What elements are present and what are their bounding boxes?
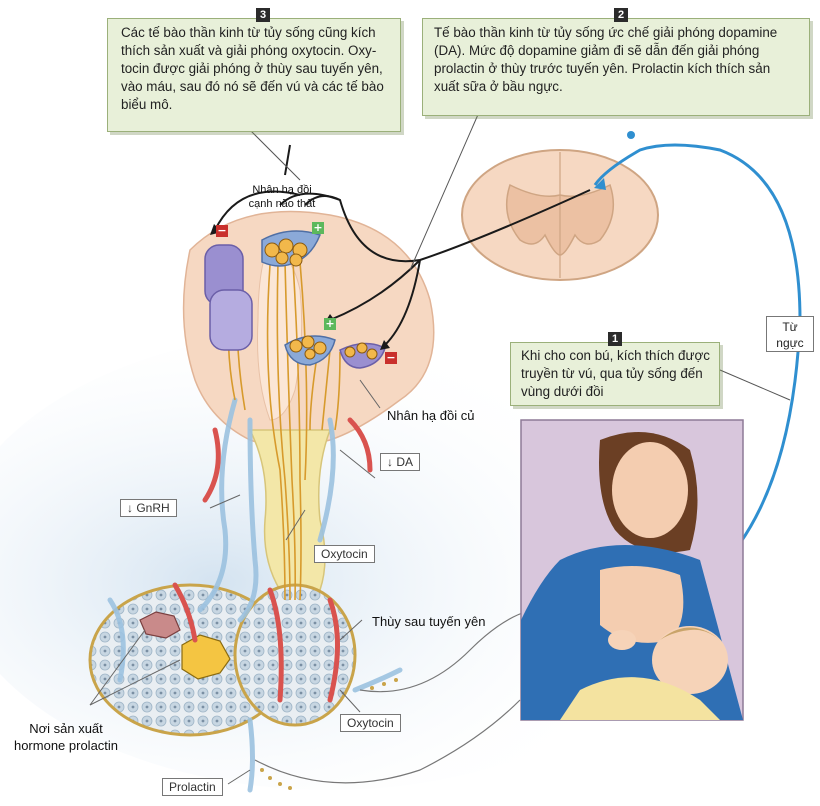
callout-line: Tế bào thần kinh từ tủy sống ức chế giải… bbox=[434, 24, 806, 42]
baby-hand bbox=[608, 630, 636, 650]
label-arcuate: Nhân hạ đồi củ bbox=[387, 408, 474, 423]
callout-line: tocin được giải phóng ở thùy sau tuyến y… bbox=[121, 60, 397, 78]
callout-3-pointer bbox=[250, 130, 300, 180]
gnrh-neuron-bottom bbox=[210, 290, 252, 350]
label-line: Nơi sản xuất bbox=[4, 720, 128, 737]
label-line: Từ bbox=[767, 319, 813, 335]
callout-oxytocin-text: Các tế bào thần kinh từ tủy sống cũng kí… bbox=[121, 24, 397, 114]
excite-sign: + bbox=[324, 318, 336, 330]
callout-line: thích sản xuất và giải phóng oxytocin. O… bbox=[121, 42, 397, 60]
callout-number-3: 3 bbox=[256, 8, 270, 22]
tag-dopamine: ↓ DA bbox=[380, 453, 420, 471]
excite-sign: + bbox=[312, 222, 324, 234]
tag-oxytocin-top: Oxytocin bbox=[314, 545, 375, 563]
tag-gnrh: ↓ GnRH bbox=[120, 499, 177, 517]
callout-line: vùng dưới đồi bbox=[521, 383, 717, 401]
tag-gnrh-label: GnRH bbox=[136, 501, 169, 515]
down-arrow-icon: ↓ bbox=[387, 455, 393, 469]
callout-line: (DA). Mức độ dopamine giảm đi sẽ dẫn đến… bbox=[434, 42, 806, 60]
tag-dopamine-label: DA bbox=[396, 455, 413, 469]
inhibit-sign: − bbox=[216, 225, 228, 237]
callout-number-1: 1 bbox=[608, 332, 622, 346]
inhibit-sign: − bbox=[385, 352, 397, 364]
callout-line: xuất sữa ở bầu ngực. bbox=[434, 78, 806, 96]
callout-oxytocin: Các tế bào thần kinh từ tủy sống cũng kí… bbox=[107, 18, 401, 132]
callout-1-pointer bbox=[720, 370, 790, 400]
label-posterior-pituitary: Thùy sau tuyến yên bbox=[372, 614, 485, 629]
callout-line: prolactin ở thùy trước tuyến yên. Prolac… bbox=[434, 60, 806, 78]
callout-number-2: 2 bbox=[614, 8, 628, 22]
tag-oxytocin-bottom: Oxytocin bbox=[340, 714, 401, 732]
label-paraventricular: Nhân hạ đồi cạnh não thất bbox=[234, 183, 330, 211]
callout-line: biểu mô. bbox=[121, 96, 397, 114]
down-arrow-icon: ↓ bbox=[127, 501, 133, 515]
callout-line: vào máu, sau đó nó sẽ đến vú và các tế b… bbox=[121, 78, 397, 96]
tag-prolactin: Prolactin bbox=[162, 778, 223, 796]
callout-line: truyền từ vú, qua tủy sống đến bbox=[521, 365, 717, 383]
callout-line: Các tế bào thần kinh từ tủy sống cũng kí… bbox=[121, 24, 397, 42]
label-line: ngực bbox=[767, 335, 813, 351]
label-line: cạnh não thất bbox=[234, 197, 330, 211]
callout-line: Khi cho con bú, kích thích được bbox=[521, 347, 717, 365]
label-from-breast: Từ ngực bbox=[766, 316, 814, 352]
label-line: Nhân hạ đồi bbox=[234, 183, 330, 197]
callout-dopamine: Tế bào thần kinh từ tủy sống ức chế giải… bbox=[422, 18, 810, 116]
callout-suckling-text: Khi cho con bú, kích thích được truyền t… bbox=[521, 347, 717, 401]
label-line: hormone prolactin bbox=[4, 737, 128, 754]
label-prolactin-site: Nơi sản xuất hormone prolactin bbox=[4, 720, 128, 754]
callout-dopamine-text: Tế bào thần kinh từ tủy sống ức chế giải… bbox=[434, 24, 806, 96]
signal-origin-dot bbox=[627, 131, 635, 139]
callout-suckling: Khi cho con bú, kích thích được truyền t… bbox=[510, 342, 720, 406]
mother-face bbox=[612, 442, 688, 538]
